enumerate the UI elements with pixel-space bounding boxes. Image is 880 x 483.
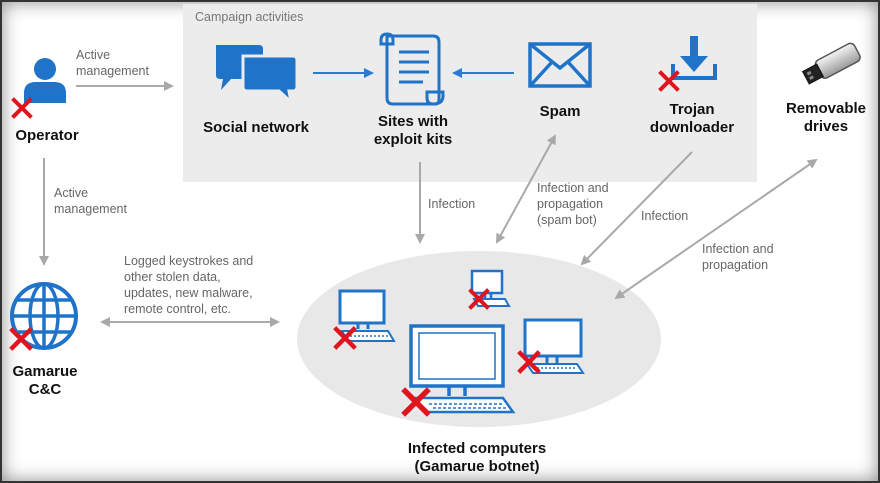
operator-person-icon xyxy=(24,58,66,103)
infection-sites-label: Infection xyxy=(428,197,476,211)
social-network-chat-icon xyxy=(216,45,299,104)
sites-exploit-kits-scroll-icon xyxy=(379,32,445,106)
operator-label: Operator xyxy=(15,127,79,144)
usb-drive-icon xyxy=(801,42,861,85)
spam-label: Spam xyxy=(539,103,581,120)
operator-cross-icon xyxy=(11,97,33,119)
infected-center-cross-icon xyxy=(401,387,431,417)
trojan-cross-icon xyxy=(658,70,680,92)
infected-left-cross-icon xyxy=(333,326,357,350)
infected-computer-right-icon xyxy=(523,318,585,374)
infected-right-cross-icon xyxy=(517,350,541,374)
campaign-activities-box xyxy=(183,4,757,182)
infected-computers-label: Infected computers(Gamarue botnet) xyxy=(407,440,547,475)
arrow-drives-infected xyxy=(614,158,818,300)
social-network-label: Social network xyxy=(203,119,309,136)
infected-computer-center-icon xyxy=(409,324,516,414)
infected-top-cross-icon xyxy=(468,288,490,310)
infected-computer-left-icon xyxy=(338,289,396,342)
gamarue-cross-icon xyxy=(9,327,33,351)
arrow-spam-infected xyxy=(496,134,556,244)
trojan-download-icon xyxy=(671,36,717,80)
infection-trojan-label: Infection xyxy=(641,209,689,223)
campaign-activities-label: Campaign activities xyxy=(195,10,304,24)
spam-envelope-icon xyxy=(528,42,592,88)
